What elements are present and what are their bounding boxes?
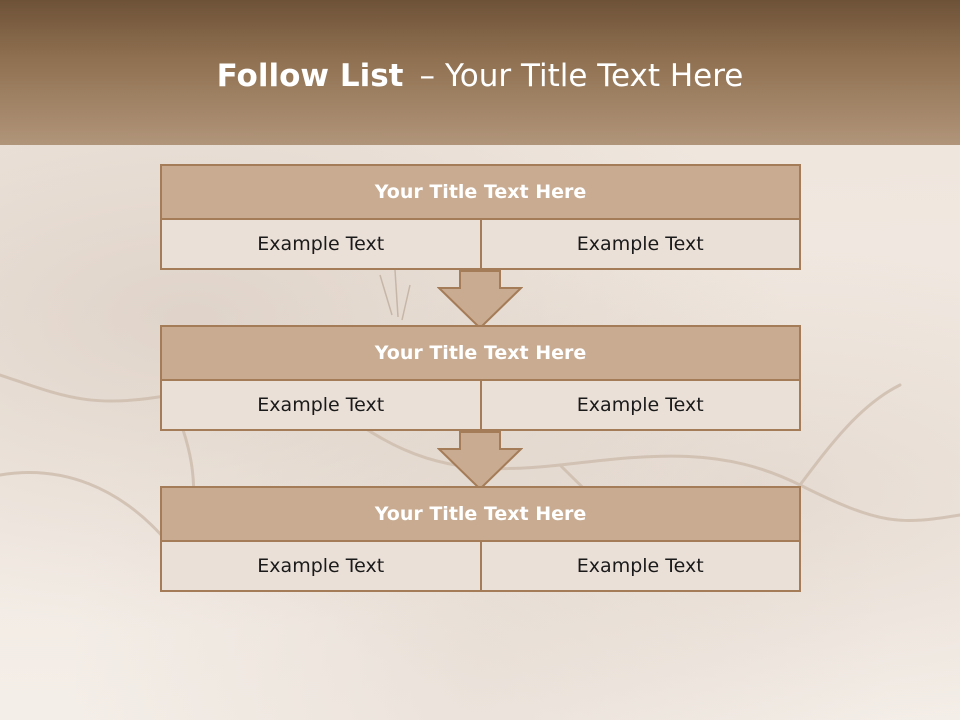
block-title: Your Title Text Here [160,486,801,542]
slide-title: Follow List–Your Title Text Here [0,54,960,98]
block-title: Your Title Text Here [160,325,801,381]
list-block-2: Your Title Text Here Example Text Exampl… [160,325,801,431]
block-cell-left: Example Text [257,394,385,416]
block-row: Example Text Example Text [160,381,801,431]
block-cell-left: Example Text [257,233,385,255]
block-cell-right: Example Text [479,381,800,429]
title-bold-part: Follow List [216,58,404,94]
block-cell-right: Example Text [479,220,800,268]
block-row: Example Text Example Text [160,220,801,270]
block-cell-right: Example Text [479,542,800,590]
block-row: Example Text Example Text [160,542,801,592]
down-arrow-icon [437,270,523,330]
block-title: Your Title Text Here [160,164,801,220]
block-cell-left: Example Text [257,555,385,577]
down-arrow-icon [437,431,523,491]
slide-header: Follow List–Your Title Text Here [0,0,960,145]
list-block-3: Your Title Text Here Example Text Exampl… [160,486,801,592]
title-separator: – [419,58,435,94]
list-block-1: Your Title Text Here Example Text Exampl… [160,164,801,270]
title-regular-part: Your Title Text Here [444,58,744,94]
